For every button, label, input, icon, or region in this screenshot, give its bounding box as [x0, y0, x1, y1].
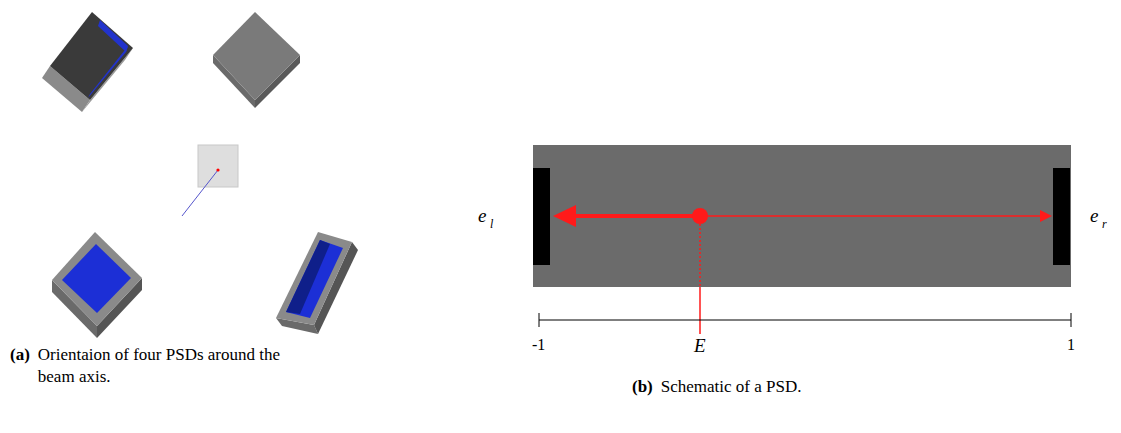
caption-text: Orientaion of four PSDs around the beam …	[38, 344, 283, 388]
caption-tag: (a)	[10, 344, 30, 388]
psd-block	[276, 232, 358, 334]
caption-text: Schematic of a PSD.	[661, 376, 802, 398]
psd-block	[42, 12, 133, 112]
caption-tag: (b)	[632, 376, 653, 398]
electrode-subscript: r	[1102, 217, 1107, 231]
electrode-name: e	[478, 205, 486, 228]
caption: (a) Orientaion of four PSDs around the be…	[10, 344, 283, 388]
caption: (b) Schematic of a PSD.	[632, 376, 801, 398]
psd-block	[52, 232, 142, 338]
electrode-subscript: l	[490, 217, 493, 231]
beam-target	[182, 145, 238, 216]
axis	[539, 313, 1071, 327]
psd-block	[213, 12, 300, 108]
axis-value: 1	[1067, 335, 1075, 354]
axis-value: -1	[532, 335, 545, 354]
electrode-name: e	[1090, 205, 1098, 228]
axis-value: E	[694, 335, 706, 358]
psd-schematic	[533, 145, 1071, 334]
